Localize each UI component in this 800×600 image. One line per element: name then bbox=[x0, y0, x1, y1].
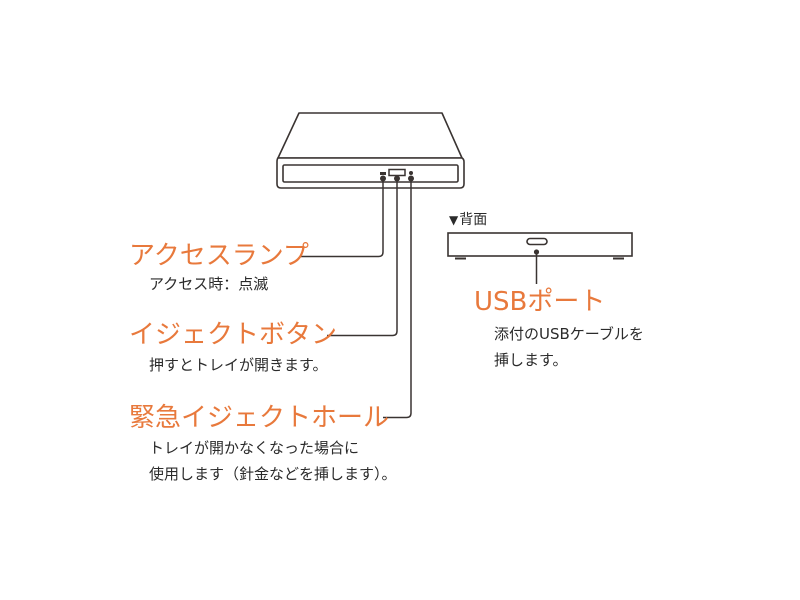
eject-button-title: イジェクトボタン bbox=[129, 320, 338, 350]
usb-port-description-line-2: 挿します。 bbox=[494, 351, 568, 369]
leader-line-emergency-eject bbox=[383, 178, 412, 419]
emergency-eject-hole-icon bbox=[409, 171, 413, 175]
drive-front-illustration bbox=[276, 112, 465, 189]
usb-port-title: USBポート bbox=[474, 287, 606, 317]
usb-port-description-line-1: 添付のUSBケーブルを bbox=[494, 325, 644, 343]
access-lamp-icon bbox=[380, 172, 386, 175]
triangle-down-icon: ▼ bbox=[449, 213, 459, 227]
access-lamp-description: アクセス時：点滅 bbox=[149, 275, 269, 293]
access-lamp-title: アクセスランプ bbox=[129, 241, 309, 271]
emergency-eject-hole-description-line-2: 使用します（針金などを挿します）。 bbox=[149, 465, 397, 483]
usb-leader bbox=[533, 249, 540, 284]
emergency-eject-hole-description-line-1: トレイが開かなくなった場合に bbox=[149, 439, 360, 457]
leader-line-access-lamp bbox=[300, 178, 384, 258]
leader-lines bbox=[300, 178, 412, 419]
eject-button-description: 押すとトレイが開きます。 bbox=[149, 356, 328, 374]
leader-line-eject-button bbox=[327, 178, 398, 337]
eject-button-icon bbox=[388, 168, 406, 177]
usb-c-port-icon bbox=[526, 237, 548, 246]
rear-view-label-text: 背面 bbox=[459, 212, 488, 228]
drive-rear-illustration bbox=[447, 232, 633, 260]
emergency-eject-hole-title: 緊急イジェクトホール bbox=[129, 403, 390, 433]
rear-view-label: ▼背面 bbox=[449, 213, 487, 227]
